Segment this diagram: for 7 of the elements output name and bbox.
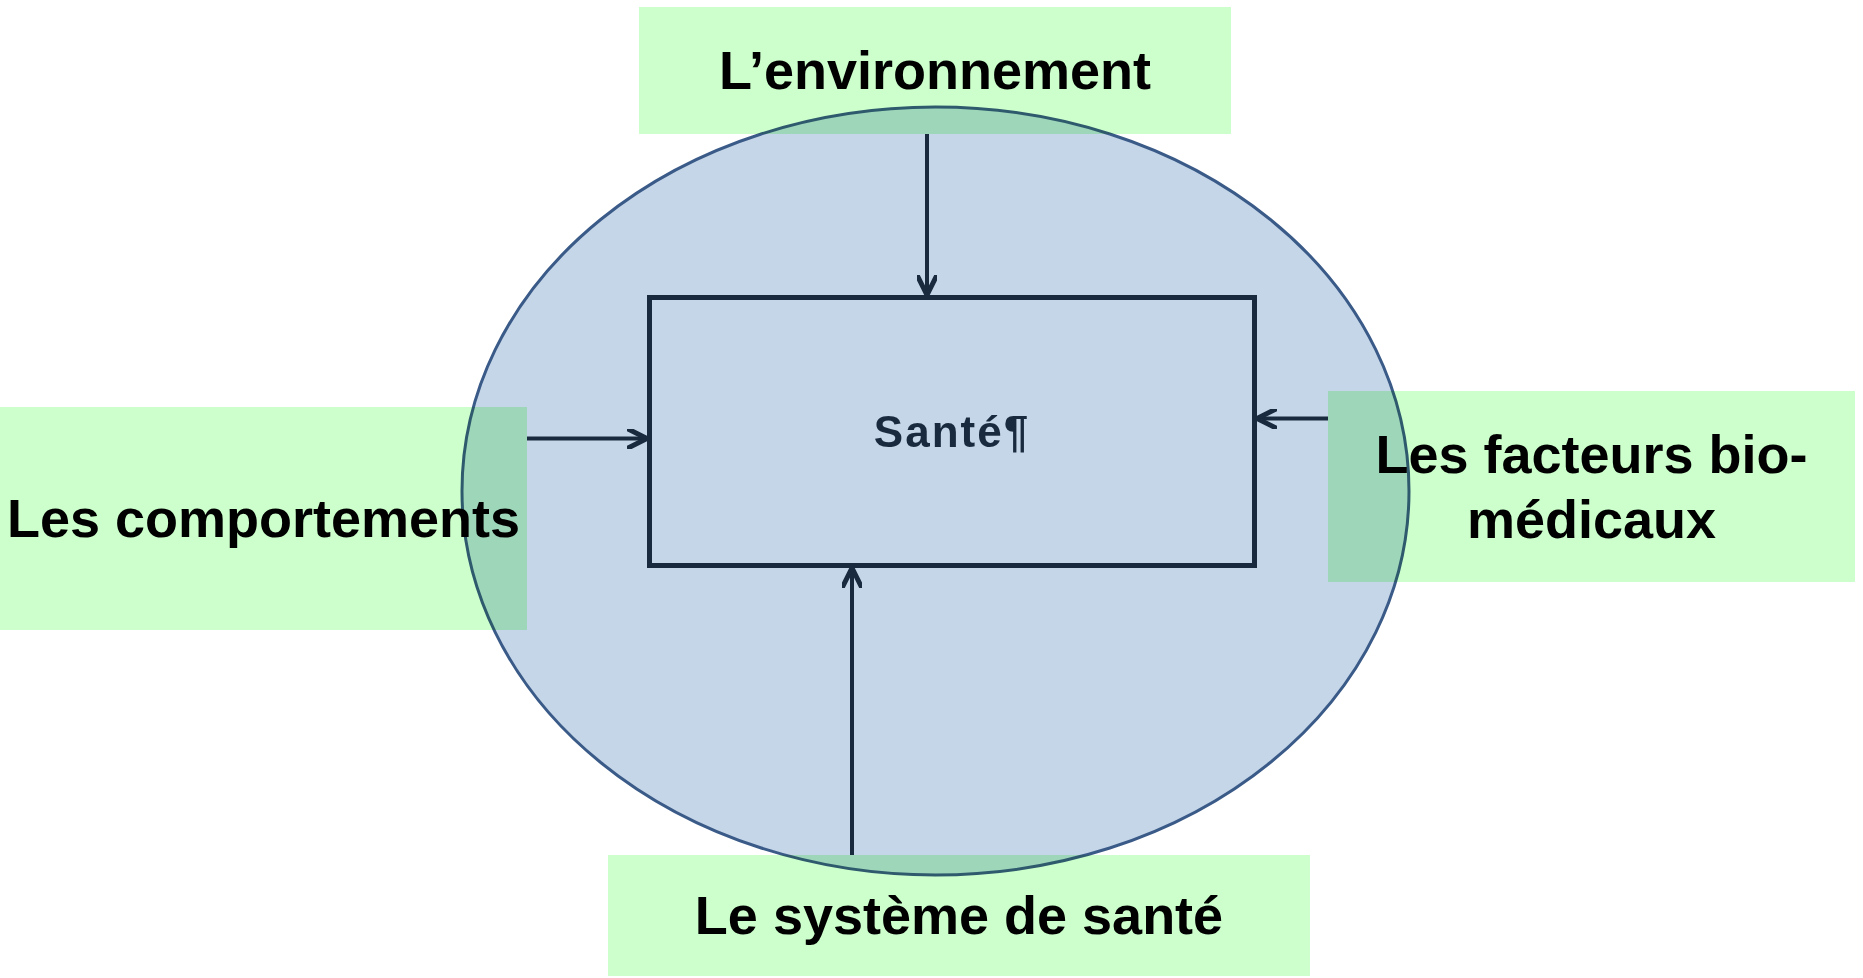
factor-label-box: L’environnement bbox=[639, 7, 1231, 134]
arrow bbox=[839, 565, 865, 855]
health-box: Santé¶ bbox=[647, 295, 1257, 568]
arrow bbox=[914, 134, 940, 298]
arrow bbox=[1254, 406, 1328, 431]
factor-label-box: Le système de santé bbox=[608, 855, 1310, 976]
arrow bbox=[527, 426, 650, 451]
